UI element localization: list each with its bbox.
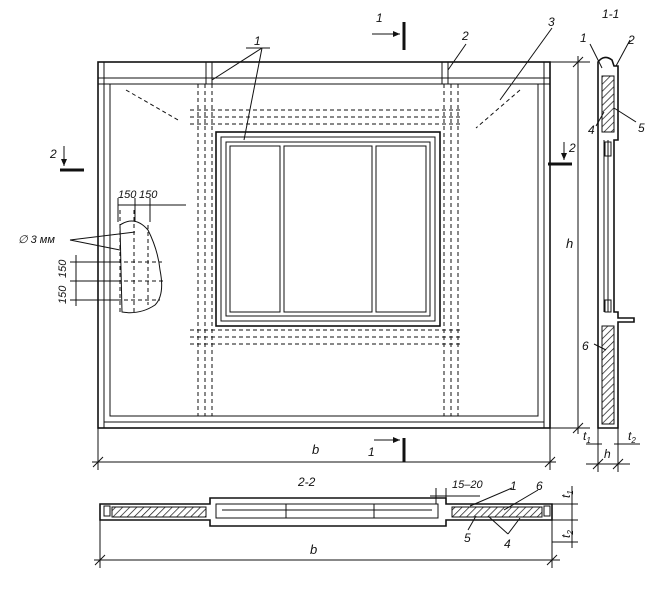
section-1-1-title: 1-1 bbox=[602, 7, 619, 21]
cut-mark-top: 1 bbox=[376, 11, 383, 25]
window bbox=[215, 131, 441, 327]
section-2-2-callout-4: 4 bbox=[504, 537, 511, 551]
section-2-2-dim-t2: t2 bbox=[559, 530, 575, 538]
spacing-v1-label: 150 bbox=[57, 259, 69, 278]
section-1-1-callout-1: 1 bbox=[580, 31, 587, 45]
section-2-2-callout-1: 1 bbox=[510, 479, 517, 493]
callout-1-elevation: 1 bbox=[254, 34, 261, 48]
section-2-2-callout-6: 6 bbox=[536, 479, 543, 493]
callout-2-elevation: 2 bbox=[461, 29, 469, 43]
section-2-2-callout-5: 5 bbox=[464, 531, 471, 545]
section-2-2: 2-2 15–20 1 6 5 4 b bbox=[94, 475, 578, 568]
section-cut-marks: 1 1 2 2 bbox=[49, 11, 576, 462]
corner-marker-left bbox=[125, 89, 179, 121]
section-2-2-insulation-right bbox=[451, 506, 543, 518]
section-1-1-dim-t1: t1 bbox=[583, 429, 591, 445]
cut-mark-left: 2 bbox=[49, 147, 57, 161]
callout-3-elevation: 3 bbox=[548, 15, 555, 29]
section-1-1-insulation-top bbox=[601, 75, 615, 133]
corner-marker-right bbox=[475, 89, 521, 129]
spacing-h2-label: 150 bbox=[139, 189, 158, 201]
window-pane-middle bbox=[283, 145, 373, 313]
section-1-1-callout-2: 2 bbox=[627, 33, 635, 47]
section-1-1: 1-1 1 2 4 5 6 h t1 t2 bbox=[580, 7, 645, 472]
section-1-1-callout-6: 6 bbox=[582, 339, 589, 353]
elevation-dimensions: b h bbox=[92, 56, 590, 470]
elevation-callouts: 1 2 3 bbox=[211, 15, 555, 141]
section-1-1-callout-4: 4 bbox=[588, 123, 595, 137]
spacing-v2-label: 150 bbox=[57, 285, 69, 304]
section-1-1-dim-t2: t2 bbox=[628, 429, 636, 445]
reinforcement-bands bbox=[190, 84, 462, 416]
section-2-2-dim-b: b bbox=[310, 542, 317, 557]
section-2-2-title: 2-2 bbox=[297, 475, 316, 489]
dim-b-elevation: b bbox=[312, 442, 319, 457]
panel-elevation bbox=[97, 61, 551, 429]
panel-frame-outer bbox=[103, 77, 545, 423]
panel-frame-inner bbox=[109, 83, 539, 417]
section-1-1-callout-5: 5 bbox=[638, 121, 645, 135]
section-1-1-dim-h: h bbox=[604, 447, 611, 461]
window-pane-right bbox=[375, 145, 427, 313]
mesh-detail: 150 150 150 150 ∅ 3 мм bbox=[18, 189, 186, 314]
section-1-1-insulation-bottom bbox=[601, 325, 615, 425]
dim-h-elevation: h bbox=[566, 236, 573, 251]
spacing-h1-label: 150 bbox=[118, 189, 137, 201]
section-2-2-insulation-left bbox=[111, 506, 207, 518]
wire-diameter-label: ∅ 3 мм bbox=[18, 234, 55, 246]
window-pane-left bbox=[229, 145, 281, 313]
cut-mark-bottom: 1 bbox=[368, 445, 375, 459]
cut-mark-right: 2 bbox=[568, 141, 576, 155]
section-2-2-dim-gap: 15–20 bbox=[452, 479, 483, 491]
section-2-2-dim-t1: t1 bbox=[559, 490, 575, 498]
panel-outer-edge bbox=[97, 61, 551, 429]
